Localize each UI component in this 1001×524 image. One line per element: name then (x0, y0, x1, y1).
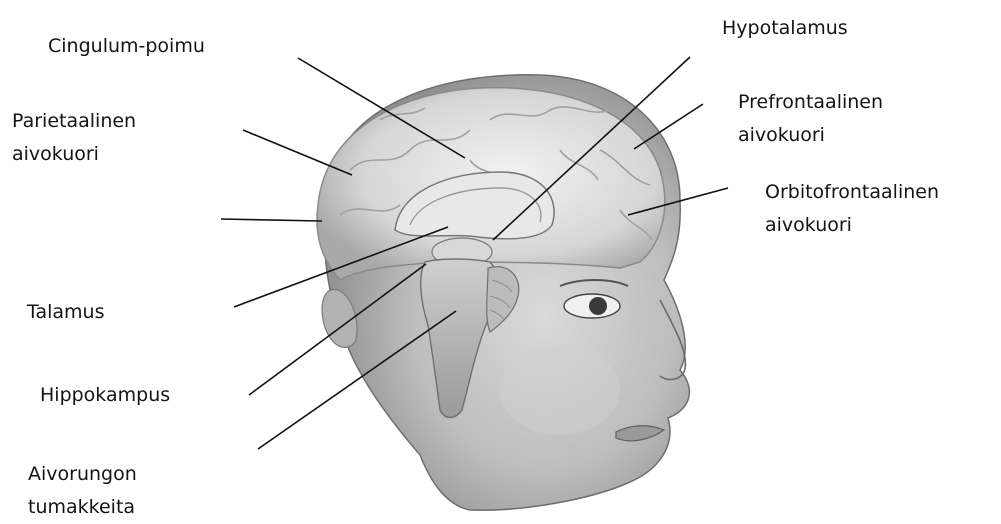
label-parietaalinen-aivokuori: Parietaalinen aivokuori (12, 105, 136, 171)
leader-line-unlabeled (221, 219, 322, 221)
label-aivorungon-tumakkeita: Aivorungon tumakkeita (28, 458, 137, 524)
label-prefrontaalinen-aivokuori: Prefrontaalinen aivokuori (738, 86, 883, 152)
label-hippokampus: Hippokampus (40, 379, 170, 412)
leader-line-parietal (243, 130, 352, 175)
eye-iris (589, 297, 607, 315)
label-cingulum-poimu: Cingulum-poimu (48, 30, 205, 63)
label-talamus: Talamus (27, 296, 104, 329)
label-orbitofrontaalinen-aivokuori: Orbitofrontaalinen aivokuori (765, 176, 939, 242)
label-hypotalamus: Hypotalamus (722, 12, 848, 45)
cheek-shade (500, 345, 620, 435)
